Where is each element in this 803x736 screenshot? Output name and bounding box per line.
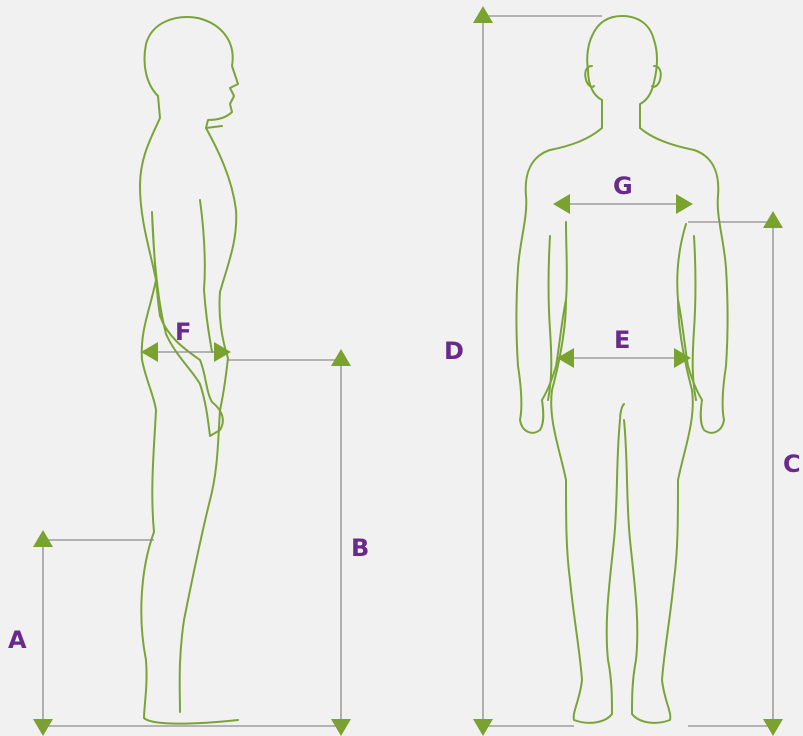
front-inner-arm-left bbox=[548, 236, 551, 400]
measure-a-arrow-bottom bbox=[33, 719, 53, 736]
label-g: G bbox=[613, 172, 633, 200]
measure-c-arrow-bottom bbox=[763, 719, 783, 736]
front-right-leg bbox=[624, 300, 693, 723]
measure-a-arrow-top bbox=[33, 530, 53, 547]
front-figure bbox=[517, 16, 728, 723]
measure-b-arrow-bottom bbox=[331, 719, 351, 736]
label-d: D bbox=[444, 337, 464, 365]
label-a: A bbox=[8, 626, 27, 654]
front-inner-arm-right bbox=[693, 236, 696, 400]
front-left-side bbox=[517, 100, 603, 433]
measure-b-arrow-top bbox=[331, 349, 351, 366]
measure-e-arrow-left bbox=[557, 348, 574, 368]
measure-d-arrow-top bbox=[473, 6, 493, 23]
measure-c bbox=[688, 211, 783, 736]
measure-a bbox=[33, 530, 154, 736]
label-f: F bbox=[175, 318, 191, 346]
side-arm-back bbox=[200, 200, 212, 352]
front-right-side bbox=[640, 128, 728, 433]
side-back-outline bbox=[140, 96, 238, 724]
measure-c-arrow-top bbox=[763, 211, 783, 228]
label-e: E bbox=[614, 326, 630, 354]
label-b: B bbox=[351, 534, 369, 562]
measure-d-arrow-bottom bbox=[473, 719, 493, 736]
measure-g-arrow-left bbox=[553, 194, 570, 214]
label-c: C bbox=[783, 450, 801, 478]
measure-f-arrow-left bbox=[141, 342, 158, 362]
measure-b bbox=[228, 349, 351, 736]
side-profile-figure bbox=[140, 17, 238, 724]
measure-g-arrow-right bbox=[676, 194, 693, 214]
measure-d bbox=[473, 6, 602, 736]
front-left-leg bbox=[551, 300, 624, 723]
front-head-outline bbox=[587, 16, 657, 128]
